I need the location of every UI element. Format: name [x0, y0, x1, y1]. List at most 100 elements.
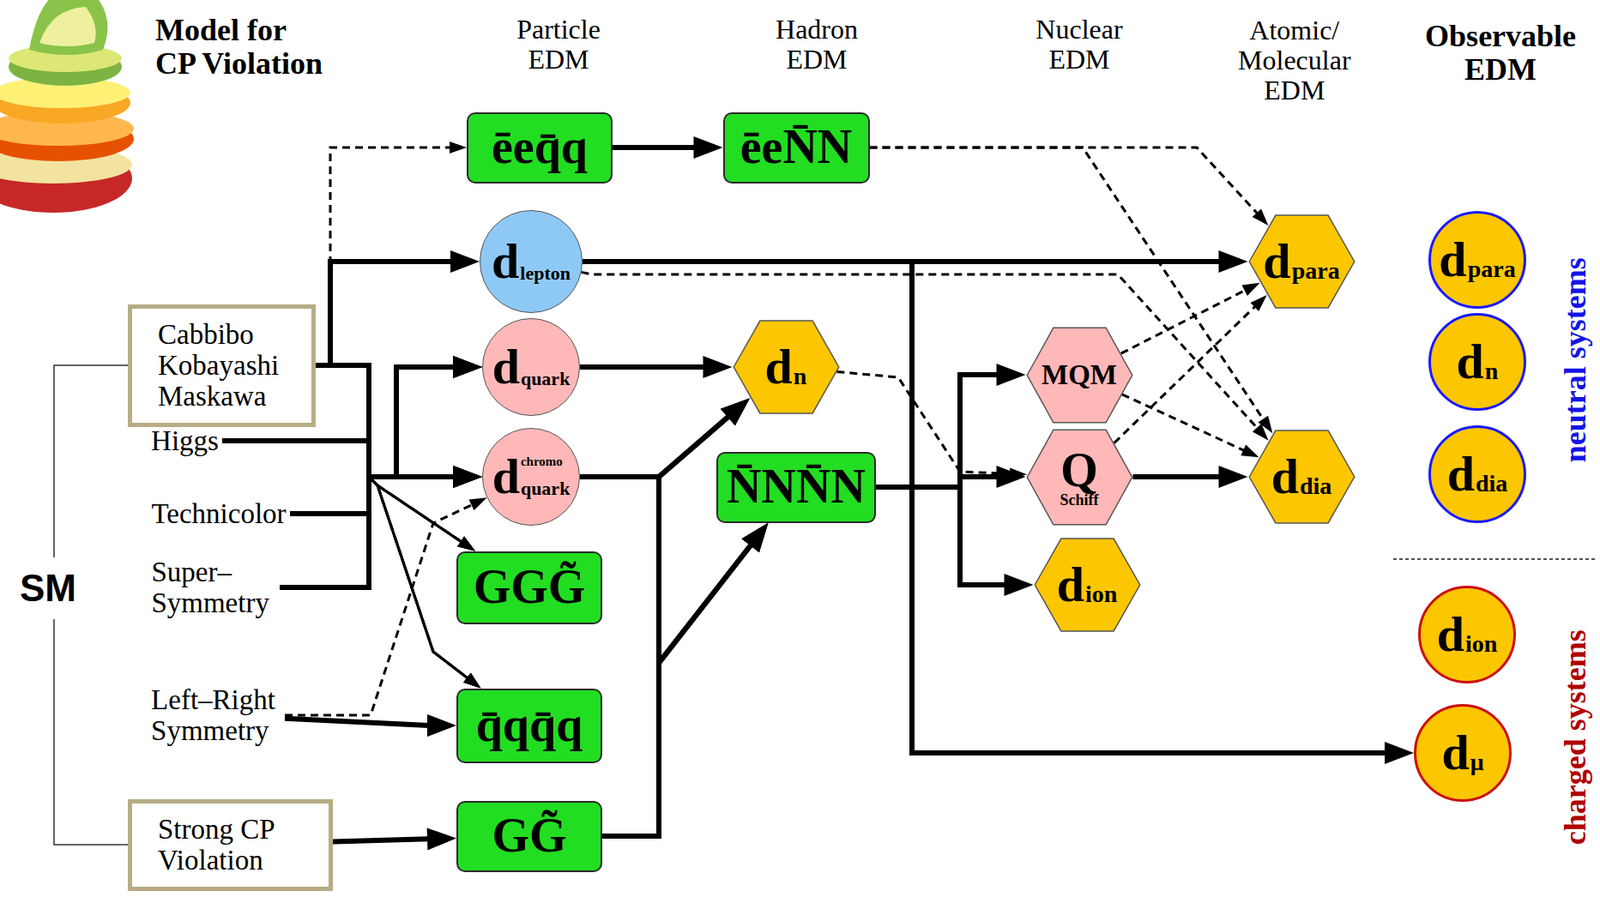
node-content: dion	[1436, 609, 1498, 660]
hexagon-shape	[733, 320, 840, 414]
connector-line	[222, 440, 462, 477]
hexagon-shape	[1026, 429, 1133, 526]
hadron-edm-hexagon: dn	[732, 320, 840, 415]
index-column: para	[1467, 238, 1516, 282]
node-content: dμ	[1441, 728, 1484, 779]
arrow-head	[1004, 573, 1034, 597]
node-content: q̄qq̄q	[476, 699, 584, 753]
node-content: dlepton	[491, 236, 571, 287]
arrow-head	[463, 673, 481, 689]
node-content: Technicolor	[150, 498, 286, 530]
connector-line	[581, 271, 1262, 432]
connector-line	[315, 365, 471, 682]
connector-line	[284, 502, 477, 716]
connector-arrow	[1114, 295, 1268, 444]
column-header: Nuclear EDM	[1024, 14, 1135, 75]
arrow-head	[996, 363, 1027, 387]
connector-arrow	[602, 523, 769, 838]
arrow-head	[463, 673, 481, 689]
arrow-head	[1252, 208, 1269, 225]
node-content: QSchiff	[1060, 446, 1099, 508]
hexagon-shape	[1249, 215, 1355, 308]
connector-arrow	[315, 365, 476, 552]
connector-line	[315, 261, 459, 366]
connector-line	[222, 440, 471, 682]
node-content: ēeN̄N	[740, 120, 853, 175]
quark-edm-circle: dquark	[482, 318, 580, 417]
edm-subscript: quark	[520, 479, 570, 499]
node-text: Super– Symmetry	[150, 556, 276, 620]
operator-text: GGG̃	[473, 561, 586, 615]
arrow-head	[452, 465, 483, 489]
node-content: dpara	[1262, 236, 1340, 287]
connector-arrow	[582, 261, 1414, 765]
connector-arrow	[222, 440, 483, 489]
edm-superscript: chromo	[520, 455, 570, 469]
node-content: Strong CP Violation	[157, 814, 286, 877]
model-label: Technicolor	[147, 496, 290, 532]
node-content: dn	[765, 342, 808, 393]
connector-line	[315, 365, 462, 477]
node-content: Higgs	[150, 425, 219, 457]
arrow-head	[463, 673, 481, 689]
edm-subscript: μ	[1470, 750, 1485, 775]
arrow-head	[450, 250, 480, 273]
column-header: Atomic/ Molecular EDM	[1235, 15, 1354, 107]
connector-arrow	[284, 714, 457, 737]
model-box: Strong CP Violation	[127, 799, 333, 892]
connector-arrow	[332, 827, 457, 851]
connector-line	[875, 487, 1014, 586]
fruit-slice	[39, 6, 97, 47]
connector-line	[582, 261, 1394, 754]
arrow-head	[457, 537, 476, 552]
nuclear-moment-hexagon: MQM	[1026, 326, 1134, 424]
arrow-head	[452, 465, 483, 489]
arrow-head	[452, 465, 483, 489]
connector-arrow	[222, 440, 476, 552]
arrow-head	[452, 356, 483, 379]
node-content: Cabbibo Kobayashi Maskawa	[157, 319, 286, 413]
operator-box: ēeN̄N	[723, 112, 870, 184]
observable-circle: ddia	[1428, 425, 1527, 524]
edm-subscript: dia	[1475, 471, 1508, 496]
node-content: dchromoquark	[492, 452, 571, 502]
model-label: Higgs	[147, 423, 223, 459]
atomic-edm-hexagon: ddia	[1248, 429, 1356, 525]
arrow-head	[452, 356, 483, 379]
edm-symbol: d	[491, 236, 520, 287]
connector-line	[315, 365, 462, 477]
edm-symbol: d	[1262, 236, 1291, 287]
arrow-head	[1384, 742, 1414, 765]
lepton-edm-circle: dlepton	[479, 210, 583, 314]
operator-box: GG̃	[456, 801, 603, 873]
edm-subscript: para	[1467, 257, 1516, 282]
edm-subscript: n	[793, 364, 808, 389]
arrow-head	[457, 537, 476, 552]
operator-text: GG̃	[491, 809, 567, 864]
node-content: MQM	[1041, 359, 1117, 391]
arrow-head	[1219, 465, 1249, 489]
connector-line	[289, 476, 471, 682]
group-label: neutral systems	[1557, 257, 1593, 463]
arrow-head	[996, 465, 1027, 489]
operator-text: N̄NN̄N	[726, 460, 866, 514]
node-content: Super– Symmetry	[150, 556, 276, 620]
node-content: N̄NN̄N	[726, 460, 866, 514]
operator-box: ēeq̄q	[466, 112, 613, 184]
observable-circle: dpara	[1428, 211, 1527, 309]
index-column: ion	[1085, 563, 1117, 607]
connector-line	[332, 839, 436, 842]
connector-line	[875, 374, 1006, 488]
edm-subscript: dia	[1299, 474, 1332, 499]
column-header: Observable EDM	[1420, 19, 1582, 88]
edm-subscript: quark	[520, 369, 570, 389]
arrow-head	[694, 136, 724, 159]
index-column: n	[1485, 340, 1499, 384]
connector-arrow	[1133, 465, 1249, 489]
connector-arrow	[579, 356, 733, 379]
operator-box: q̄qq̄q	[456, 688, 603, 764]
connector-arrow	[315, 365, 483, 489]
connector-arrow	[315, 250, 480, 366]
connector-arrow	[315, 365, 481, 689]
